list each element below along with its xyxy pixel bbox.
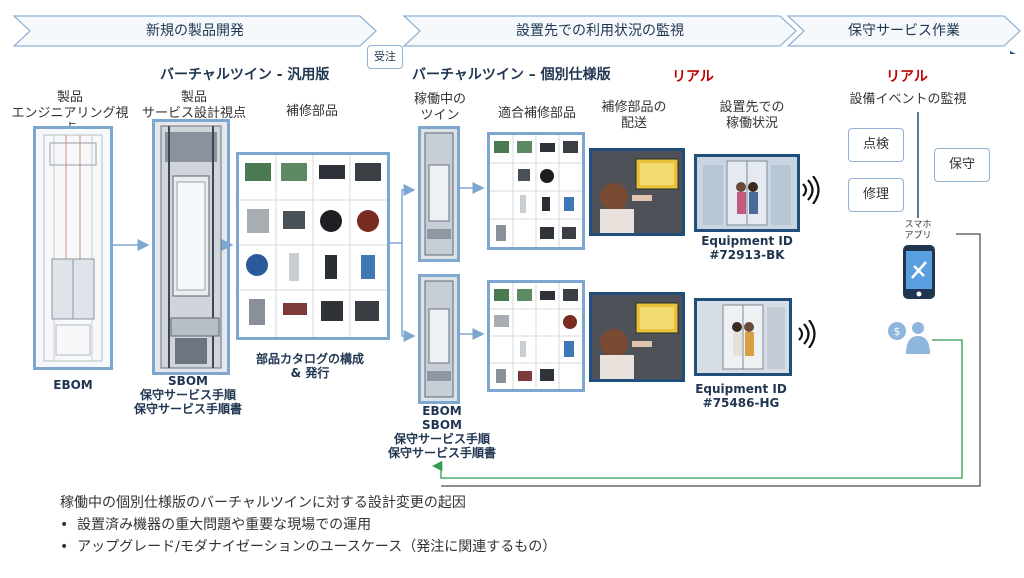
operating-twin-2-illustration (424, 280, 454, 398)
note-title: 稼働中の個別仕様版のバーチャルツインに対する設計変更の起因 (60, 495, 466, 511)
caption-catalog-l2: & 発行 (290, 366, 330, 380)
timeline-arrowhead (1010, 51, 1016, 54)
section-real-1: リアル (672, 69, 714, 85)
smartphone-icon (903, 245, 935, 299)
caption-bottom-l1: EBOM (422, 404, 462, 418)
phase-arrow-3 (786, 15, 1021, 47)
caption-catalog-l1: 部品カタログの構成 (255, 352, 364, 366)
label-event-monitoring: 設備イベントの監視 (849, 92, 967, 107)
ebom-elevator-frame (33, 126, 113, 370)
feedback-line-green (431, 339, 963, 479)
delivery-photo-2 (589, 292, 685, 382)
fit-parts-1-frame (487, 132, 585, 250)
label-parts: 補修部品 (285, 104, 338, 119)
phase-label-new-dev: 新規の製品開発 (146, 23, 244, 39)
sbom-elevator-frame (152, 119, 230, 375)
caption-equip1-l2: #72913-BK (709, 248, 785, 262)
caption-equip2-l1: Equipment ID (695, 382, 787, 396)
operating-twin-1-frame (418, 126, 460, 262)
phase-banner (12, 15, 1021, 54)
label-service-view: 製品 サービス設計視点 (134, 90, 254, 122)
caption-sbom-l1: SBOM (168, 374, 208, 388)
caption-equip2-l2: #75486-HG (702, 396, 780, 410)
caption-sbom-l2: 保守サービス手順 (139, 388, 236, 402)
parts-catalog-grid (239, 155, 387, 337)
feedback-line-black (441, 233, 981, 487)
operating-twin-2-frame (418, 274, 460, 404)
caption-sbom: SBOM 保守サービス手順 保守サービス手順書 (128, 374, 248, 416)
caption-bottom-l2: SBOM (422, 418, 462, 432)
label-operating-twin: 稼働中の ツイン (400, 92, 480, 124)
note-bullet-2: • アップグレード/モダナイゼーションのユースケース（発注に関連するもの） (60, 539, 557, 555)
wireless-signal-icon (798, 320, 816, 348)
wireless-signal-icon (802, 176, 820, 204)
site-photo-2-illustration (697, 301, 789, 373)
label-eng-l1: 製品 (56, 90, 83, 105)
site-photo-1 (694, 154, 800, 232)
phone-label-l1: スマホ (904, 220, 932, 230)
phase-arrow-2 (402, 15, 797, 47)
section-real-2: リアル (886, 69, 928, 85)
label-site-l1: 設置先での (719, 100, 785, 115)
caption-bottom-l3: 保守サービス手順 (393, 432, 490, 446)
arrow-parts-branch-2 (401, 243, 416, 342)
caption-equipment-2: Equipment ID #75486-HG (686, 382, 796, 410)
label-phone-app: スマホ アプリ (898, 220, 938, 242)
arrow-parts-branch (390, 184, 416, 244)
site-photo-2 (694, 298, 792, 376)
note-bullet-1: • 設置済み機器の重大問題や重要な現場での運用 (60, 517, 372, 533)
delivery-photo-1-illustration (592, 151, 682, 233)
caption-catalog: 部品カタログの構成 & 発行 (250, 352, 370, 380)
action-repair: 修理 (848, 178, 904, 212)
caption-sbom-l3: 保守サービス手順書 (133, 402, 242, 416)
label-site-status: 設置先での 稼働状況 (704, 100, 800, 132)
label-del-l1: 補修部品の (601, 100, 667, 115)
section-generic-twin: バーチャルツイン - 汎用版 (160, 67, 330, 83)
note-bullet-2-text: アップグレード/モダナイゼーションのユースケース（発注に関連するもの） (77, 539, 557, 555)
caption-bottom-l4: 保守サービス手順書 (387, 446, 496, 460)
fit-parts-2-grid (490, 283, 582, 389)
phase-label-service: 保守サービス作業 (848, 23, 960, 39)
caption-equipment-1: Equipment ID #72913-BK (692, 234, 802, 262)
label-op-l1: 稼働中の (413, 92, 466, 107)
sbom-elevator-illustration (160, 125, 222, 369)
label-op-l2: ツイン (420, 108, 460, 123)
order-badge: 受注 (367, 45, 403, 69)
label-fit-parts: 適合補修部品 (497, 106, 576, 121)
note-bullet-1-text: 設置済み機器の重大問題や重要な現場での運用 (77, 517, 372, 533)
phone-label-l2: アプリ (904, 231, 932, 241)
action-inspect: 点検 (848, 128, 904, 162)
site-photo-1-illustration (697, 157, 797, 229)
operating-twin-1-illustration (424, 132, 454, 256)
phase-label-monitoring: 設置先での利用状況の監視 (516, 23, 684, 39)
caption-ebom: EBOM (53, 378, 93, 392)
phase-arrow-1 (12, 15, 377, 47)
section-specific-twin: バーチャルツイン – 個別仕様版 (412, 67, 611, 83)
label-site-l2: 稼働状況 (725, 116, 778, 131)
label-svc-l2: サービス設計視点 (141, 106, 246, 121)
label-svc-l1: 製品 (180, 90, 207, 105)
ebom-elevator-illustration (43, 134, 103, 362)
delivery-photo-1 (589, 148, 685, 236)
caption-bottom-twin: EBOM SBOM 保守サービス手順 保守サービス手順書 (382, 404, 502, 460)
delivery-photo-2-illustration (592, 295, 682, 379)
fit-parts-2-frame (487, 280, 585, 392)
fit-parts-1-grid (490, 135, 582, 247)
svg-text:$: $ (894, 325, 901, 338)
label-delivery: 補修部品の 配送 (590, 100, 678, 132)
service-technician-icon: $ (888, 322, 930, 354)
caption-equip1-l1: Equipment ID (701, 234, 793, 248)
label-del-l2: 配送 (620, 116, 647, 131)
parts-catalog-frame (236, 152, 390, 340)
action-maintain: 保守 (934, 148, 990, 182)
